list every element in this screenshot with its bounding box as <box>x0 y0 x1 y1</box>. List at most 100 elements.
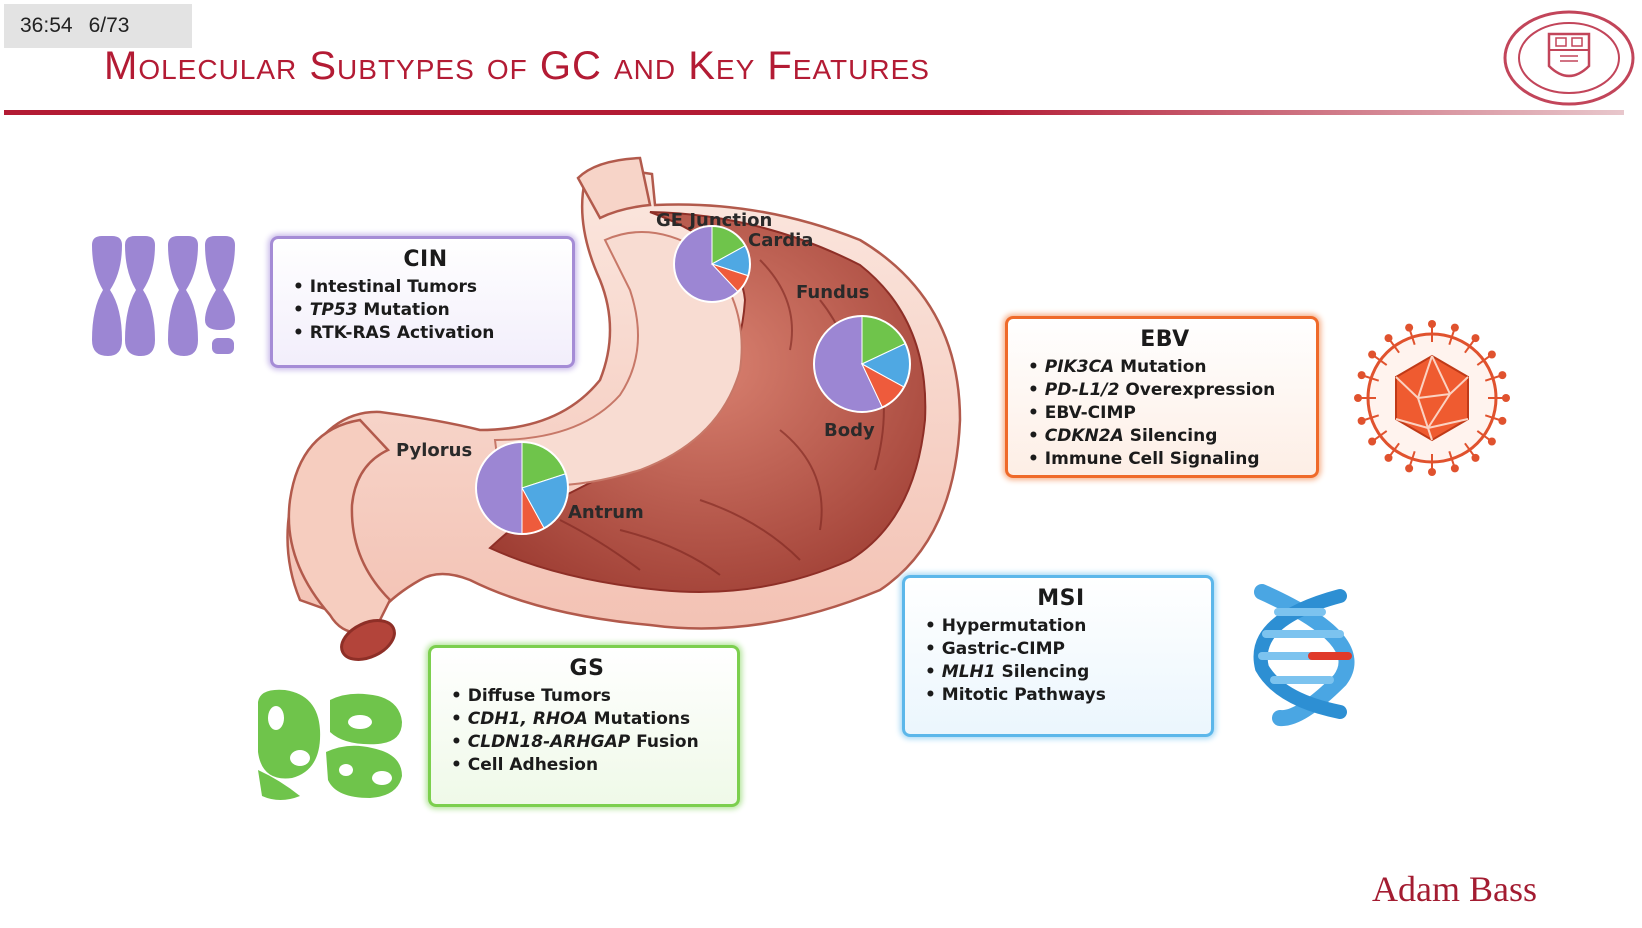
esophagus <box>576 156 652 220</box>
feature-text: Hypermutation <box>941 616 1087 636</box>
virus-spike <box>1363 374 1380 382</box>
feature-item: CDH1, RHOA Mutations <box>451 708 723 731</box>
virus-spike-tip <box>1498 371 1507 380</box>
virus-spike <box>1408 329 1416 346</box>
feature-text: EBV-CIMP <box>1044 403 1136 423</box>
feature-text: Fusion <box>630 732 699 752</box>
gene-name: MLH1 <box>941 662 996 682</box>
feature-item: PIK3CA Mutation <box>1028 356 1302 379</box>
msi-subtype-box: MSI HypermutationGastric-CIMPMLH1 Silenc… <box>902 575 1214 737</box>
slide-title: Molecular Subtypes of GC and Key Feature… <box>104 44 930 88</box>
feature-text: Mutation <box>1114 357 1207 377</box>
virus-spike-tip <box>1487 350 1496 359</box>
gene-name: CDH1, RHOA <box>467 709 588 729</box>
region-label-antrum: Antrum <box>568 502 644 523</box>
ebv-box-title: EBV <box>1140 327 1190 352</box>
title-rule <box>4 110 1624 115</box>
pie-chart <box>475 441 569 535</box>
virus-spike <box>1464 339 1476 354</box>
virus-spike-tip <box>1471 334 1480 343</box>
gene-name: PIK3CA <box>1044 357 1115 377</box>
feature-item: EBV-CIMP <box>1028 402 1302 425</box>
virus-spike-tip <box>1487 437 1496 446</box>
feature-text: Cell Adhesion <box>467 755 599 775</box>
virus-spike-tip <box>1502 394 1510 402</box>
virus-spike-tip <box>1405 323 1414 332</box>
feature-item: MLH1 Silencing <box>925 661 1197 684</box>
virus-spike-tip <box>1354 394 1362 402</box>
feature-item: CDKN2A Silencing <box>1028 425 1302 448</box>
region-label-cardia: Cardia <box>748 230 813 251</box>
msi-feature-list: HypermutationGastric-CIMPMLH1 SilencingM… <box>925 615 1197 707</box>
feature-item: Diffuse Tumors <box>451 685 723 708</box>
virus-spike-tip <box>1384 334 1393 343</box>
virus-spike-tip <box>1428 320 1436 328</box>
cells-icon <box>258 689 402 800</box>
feature-text: Mutation <box>357 300 450 320</box>
feature-text: RTK-RAS Activation <box>309 323 495 343</box>
feature-text: Silencing <box>995 662 1090 682</box>
virus-spike-tip <box>1498 416 1507 425</box>
virus-spike <box>1476 430 1491 442</box>
ebv-feature-list: PIK3CA MutationPD-L1/2 OverexpressionEBV… <box>1028 356 1302 471</box>
virus-spike-tip <box>1471 453 1480 462</box>
feature-item: Gastric-CIMP <box>925 638 1197 661</box>
virus-spike-tip <box>1450 464 1459 473</box>
gs-box-title: GS <box>569 656 605 681</box>
elapsed-time: 36:54 <box>20 14 73 37</box>
virus-spike <box>1373 430 1388 442</box>
pie-rim <box>813 315 911 413</box>
university-seal-icon <box>1503 10 1635 106</box>
feature-item: Immune Cell Signaling <box>1028 448 1302 471</box>
feature-item: RTK-RAS Activation <box>293 322 558 345</box>
virus-spike <box>1464 442 1476 457</box>
feature-text: Intestinal Tumors <box>309 277 477 297</box>
pie-chart <box>673 225 751 303</box>
virus-spike <box>1388 339 1400 354</box>
virus-icon <box>1354 320 1510 476</box>
slide-counter: 6/73 <box>88 14 130 37</box>
gene-name: PD-L1/2 <box>1044 380 1120 400</box>
virus-spike <box>1484 374 1501 382</box>
feature-text: Gastric-CIMP <box>941 639 1065 659</box>
virus-spike <box>1448 450 1456 467</box>
dna-helix-icon <box>1253 584 1355 727</box>
virus-spike-tip <box>1450 323 1459 332</box>
feature-item: Hypermutation <box>925 615 1197 638</box>
virus-spike <box>1408 450 1416 467</box>
virus-spike <box>1388 442 1400 457</box>
feature-text: Silencing <box>1123 426 1218 446</box>
feature-text: Mitotic Pathways <box>941 685 1106 705</box>
virus-spike-tip <box>1405 464 1414 473</box>
msi-box-title: MSI <box>1037 586 1085 611</box>
pie-chart <box>813 315 911 413</box>
pie-rim <box>673 225 751 303</box>
region-label-body: Body <box>824 420 875 441</box>
region-label-fundus: Fundus <box>796 282 869 303</box>
region-label-ge-junction: GE Junction <box>656 210 772 231</box>
virus-spike <box>1484 414 1501 422</box>
feature-item: Cell Adhesion <box>451 754 723 777</box>
feature-text: Diffuse Tumors <box>467 686 611 706</box>
cin-box-title: CIN <box>403 247 448 272</box>
virus-spike-tip <box>1428 468 1436 476</box>
region-label-pylorus: Pylorus <box>396 440 472 461</box>
gene-name: TP53 <box>309 300 358 320</box>
feature-item: TP53 Mutation <box>293 299 558 322</box>
feature-text: Mutations <box>587 709 691 729</box>
feature-item: CLDN18-ARHGAP Fusion <box>451 731 723 754</box>
feature-item: Mitotic Pathways <box>925 684 1197 707</box>
gs-subtype-box: GS Diffuse TumorsCDH1, RHOA MutationsCLD… <box>428 645 740 807</box>
feature-item: PD-L1/2 Overexpression <box>1028 379 1302 402</box>
subtype-pies <box>475 225 911 535</box>
virus-spike <box>1476 354 1491 366</box>
cin-subtype-box: CIN Intestinal TumorsTP53 MutationRTK-RA… <box>270 236 575 368</box>
virus-spike <box>1363 414 1380 422</box>
author-credit: Adam Bass <box>1372 869 1537 909</box>
video-overlay: 36:54 6/73 <box>4 4 192 48</box>
pie-rim <box>475 441 569 535</box>
virus-spike-tip <box>1368 350 1377 359</box>
virus-spike-tip <box>1357 416 1366 425</box>
chromosome-icon <box>92 236 235 356</box>
